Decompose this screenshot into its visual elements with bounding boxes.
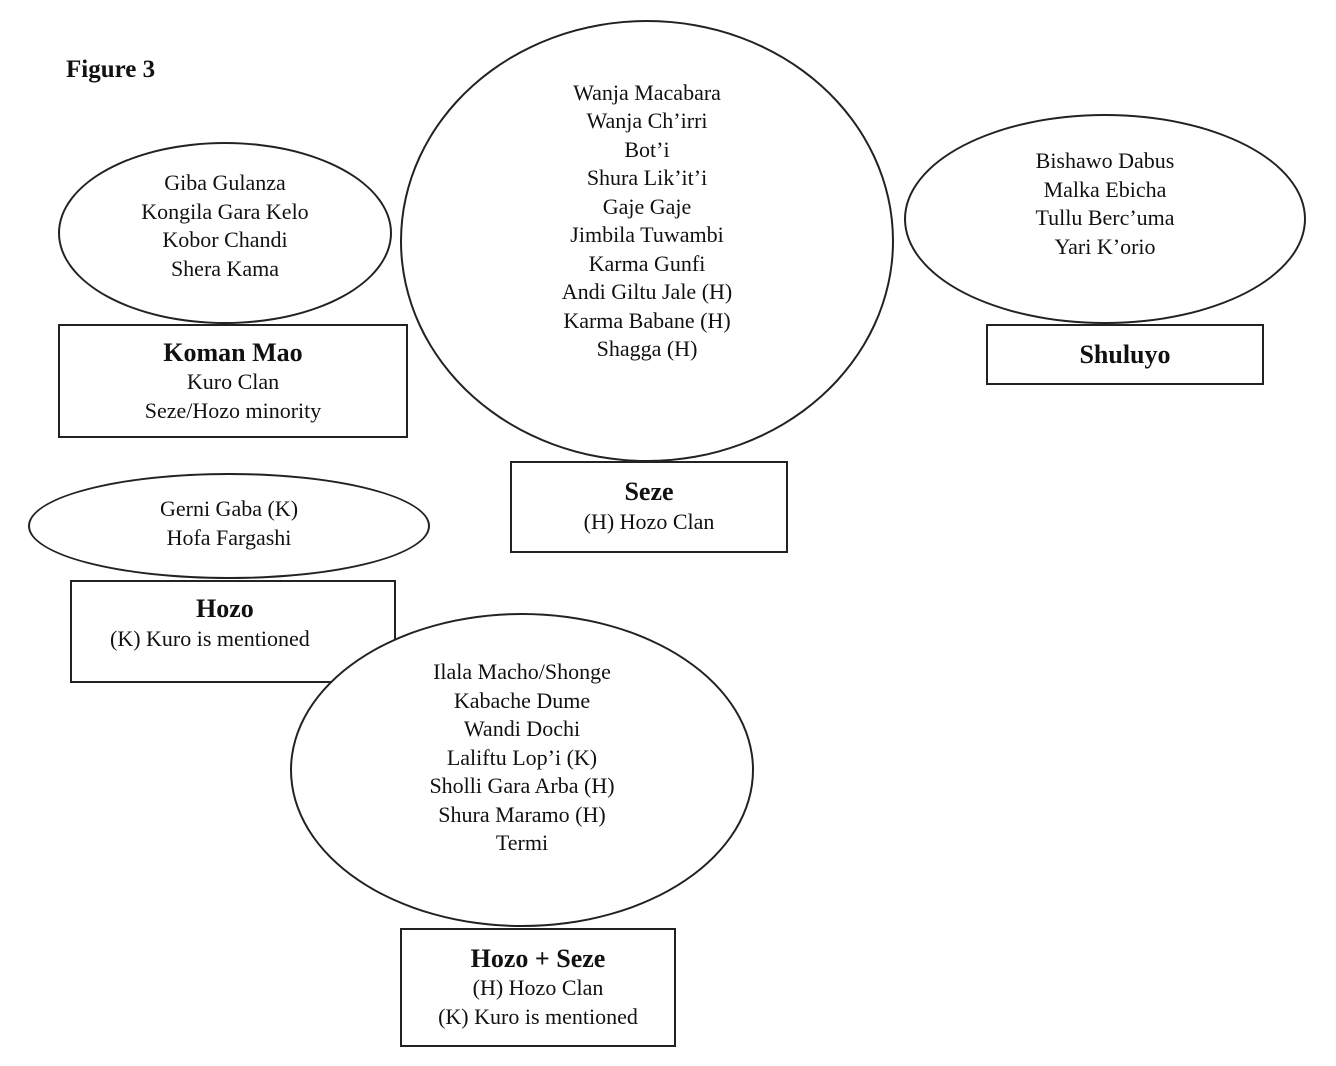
village-label: Giba Gulanza [164,170,286,195]
hozo-seze-line: (K) Kuro is mentioned [438,1004,638,1029]
village-label: Jimbila Tuwambi [570,222,724,247]
seze-ellipse: Wanja Macabara Wanja Ch’irri Bot’i Shura… [400,20,894,462]
village-label: Karma Babane (H) [563,307,731,333]
village-label: Gerni Gaba (K) [159,496,299,521]
hozo-seze-ellipse: Ilala Macho/Shonge Kabache Dume Wandi Do… [290,613,754,927]
village-label: Sholli Gara Arba (H) [429,773,615,799]
village-label: Laliftu Lop’i (K) [446,744,598,770]
village-label: Wanja Macabara [573,79,721,105]
village-label: Shagga (H) [596,336,698,361]
village-label: Andi Giltu Jale (H) [561,279,733,304]
shuluyo-ellipse: Bishawo Dabus Malka Ebicha Tullu Berc’um… [904,114,1306,324]
village-label: Karma Gunfi [588,250,706,276]
village-label: Tullu Berc’uma [1035,205,1175,230]
shuluyo-label-box: Shuluyo [986,324,1264,385]
village-label: Kobor Chandi [162,227,288,252]
village-label: Shura Maramo (H) [438,801,606,827]
village-label: Shera Kama [170,255,280,281]
village-label: Bishawo Dabus [1035,148,1175,173]
hozo-seze-label-box: Hozo + Seze (H) Hozo Clan (K) Kuro is me… [400,928,676,1047]
hozo-title: Hozo [196,593,254,623]
hozo-line: (K) Kuro is mentioned [110,625,310,651]
seze-label-box: Seze (H) Hozo Clan [510,461,788,553]
village-label: Yari K’orio [1054,233,1156,259]
seze-line: (H) Hozo Clan [583,509,715,534]
village-label: Kongila Gara Kelo [141,198,309,224]
hozo-seze-title: Hozo + Seze [470,944,606,973]
figure-title: Figure 3 [66,56,156,83]
koman-mao-title: Koman Mao [163,337,303,367]
village-label: Termi [495,830,549,856]
hozo-label-box: Hozo (K) Kuro is mentioned [70,580,396,683]
village-label: Malka Ebicha [1043,176,1167,202]
seze-title: Seze [624,477,674,506]
village-label: Kabache Dume [453,687,591,713]
hozo-ellipse: Gerni Gaba (K) Hofa Fargashi [28,473,430,579]
koman-mao-line: Kuro Clan [186,368,280,394]
shuluyo-title: Shuluyo [1079,339,1171,369]
village-label: Hofa Fargashi [166,525,292,550]
village-label: Bot’i [624,136,670,162]
hozo-seze-line: (H) Hozo Clan [472,975,604,1000]
koman-mao-line: Seze/Hozo minority [144,397,322,423]
village-label: Shura Lik’it’i [586,165,708,190]
village-label: Wanja Ch’irri [586,108,708,133]
koman-mao-ellipse: Giba Gulanza Kongila Gara Kelo Kobor Cha… [58,142,392,324]
village-label: Wandi Dochi [463,716,581,742]
koman-mao-label-box: Koman Mao Kuro Clan Seze/Hozo minority [58,324,408,438]
village-label: Ilala Macho/Shonge [433,659,611,685]
village-label: Gaje Gaje [602,193,692,219]
